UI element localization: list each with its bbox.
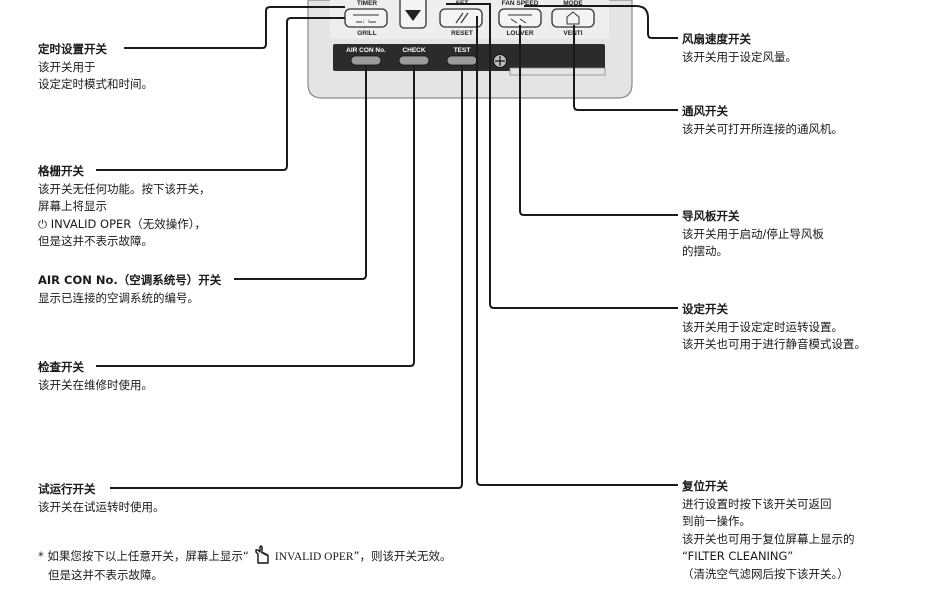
reset-switch-line: 到前一操作。 — [682, 514, 751, 528]
louver-switch-line: 该开关用于启动/停止导风板 — [682, 226, 824, 241]
check-switch-description: 检查开关 该开关在维修时使用。 — [38, 359, 153, 394]
set-switch-line: 该开关也可用于进行静音模式设置。 — [682, 337, 866, 351]
house-icon — [566, 11, 580, 25]
set-switch-description: 设定开关 该开关用于设定定时运转设置。 该开关也可用于进行静音模式设置。 — [682, 301, 866, 354]
check-switch-title: 检查开关 — [38, 360, 84, 374]
leader-louver — [519, 25, 678, 216]
leader-check — [96, 65, 415, 367]
footnote-text-1: 如果您按下以上任意开关，屏幕上显示“ — [47, 549, 249, 563]
venti-switch-title: 通风开关 — [682, 104, 728, 118]
down-arrow-button[interactable] — [399, 0, 427, 29]
footnote-star: * — [38, 549, 44, 563]
screw-icon — [493, 54, 507, 68]
leader-air-con-no — [234, 65, 367, 280]
fan-speed-switch-title: 风扇速度开关 — [682, 32, 751, 46]
check-label: CHECK — [402, 47, 425, 54]
test-switch-line: 该开关在试运转时使用。 — [38, 499, 165, 514]
set-switch-line: 该开关用于设定定时运转设置。 — [682, 319, 843, 334]
leader-venti — [573, 25, 678, 111]
grill-label: GRILL — [357, 30, 377, 37]
reset-switch-line: “FILTER CLEANING” — [682, 549, 794, 563]
grill-switch-line: 但是这并不表示故障。 — [38, 234, 153, 248]
grill-switch-line: ⏻ INVALID OPER（无效操作）， — [38, 216, 207, 231]
footnote-invalid-oper: INVALID OPER — [274, 551, 354, 563]
timer-switch-line: 设定定时模式和时间。 — [38, 77, 153, 91]
test-label: TEST — [454, 47, 471, 54]
grill-switch-description: 格栅开关 该开关无任何功能。按下该开关， 屏幕上将显示 ⏻ INVALID OP… — [38, 163, 211, 251]
leader-fan-speed — [524, 5, 678, 39]
grill-switch-line: 屏幕上将显示 — [38, 199, 107, 213]
air-con-no-switch-description: AIR CON No.（空调系统号）开关 显示已连接的空调系统的编号。 — [38, 272, 221, 307]
triangle-down-icon — [405, 10, 421, 21]
grill-switch-title: 格栅开关 — [38, 164, 84, 178]
footnote-text-2: ”，则该开关无效。 — [353, 549, 452, 563]
timer-switch-description: 定时设置开关 该开关用于 设定定时模式和时间。 — [38, 41, 153, 94]
set-switch-title: 设定开关 — [682, 302, 728, 316]
reset-switch-title: 复位开关 — [682, 479, 728, 493]
reset-label: RESET — [451, 30, 473, 37]
fan-speed-switch-line: 该开关用于设定风量。 — [682, 49, 797, 64]
air-con-no-switch-title: AIR CON No.（空调系统号）开关 — [38, 273, 222, 287]
footnote-line-2: 但是这并不表示故障。 — [48, 568, 163, 582]
timer-label: TIMER — [357, 0, 378, 7]
reset-switch-line: 进行设置时按下该开关可返回 — [682, 496, 832, 511]
mode-venti-button[interactable] — [551, 8, 595, 28]
display-corner — [509, 67, 606, 76]
grill-switch-line: 该开关无任何功能。按下该开关， — [38, 181, 211, 196]
leader-reset — [476, 16, 678, 486]
leader-set — [446, 3, 678, 309]
fan-speed-louver-button[interactable] — [498, 8, 542, 28]
air-con-no-button[interactable] — [350, 55, 382, 66]
louver-switch-title: 导风板开关 — [682, 209, 740, 223]
test-switch-title: 试运行开关 — [38, 482, 96, 496]
air-con-no-switch-line: 显示已连接的空调系统的编号。 — [38, 290, 199, 305]
reset-switch-line: 该开关也可用于复位屏幕上显示的 — [682, 531, 855, 546]
leader-grill — [96, 17, 345, 171]
set-reset-button[interactable] — [439, 8, 483, 28]
fan-speed-switch-description: 风扇速度开关 该开关用于设定风量。 — [682, 31, 797, 66]
air-con-no-label: AIR CON No. — [346, 47, 386, 54]
svg-text:↓ ↑: ↓ ↑ — [362, 19, 370, 25]
timer-switch-line: 该开关用于 — [38, 59, 96, 74]
check-button[interactable] — [398, 55, 430, 66]
leader-test — [110, 65, 463, 489]
reset-switch-line: （清洗空气滤网后按下该开关。） — [682, 566, 849, 581]
fan-speed-label: FAN SPEED — [502, 0, 539, 7]
test-button[interactable] — [446, 55, 478, 66]
louver-switch-line: 的摆动。 — [682, 244, 728, 258]
hand-pointer-icon — [255, 545, 269, 564]
check-switch-line: 该开关在维修时使用。 — [38, 377, 153, 392]
leader-timer — [124, 6, 345, 49]
timer-grill-button[interactable]: ↓ ↑ — [344, 8, 388, 28]
louver-switch-description: 导风板开关 该开关用于启动/停止导风板 的摆动。 — [682, 208, 824, 261]
timer-switch-title: 定时设置开关 — [38, 42, 107, 56]
louver-icon — [508, 14, 532, 24]
footnote: * 如果您按下以上任意开关，屏幕上显示“ INVALID OPER”，则该开关无效… — [38, 545, 452, 584]
venti-switch-description: 通风开关 该开关可打开所连接的通风机。 — [682, 103, 843, 138]
venti-switch-line: 该开关可打开所连接的通风机。 — [682, 121, 843, 136]
reset-switch-description: 复位开关 进行设置时按下该开关可返回 到前一操作。 该开关也可用于复位屏幕上显示… — [682, 478, 855, 583]
mode-label: MODE — [563, 0, 583, 7]
test-switch-description: 试运行开关 该开关在试运转时使用。 — [38, 481, 165, 516]
